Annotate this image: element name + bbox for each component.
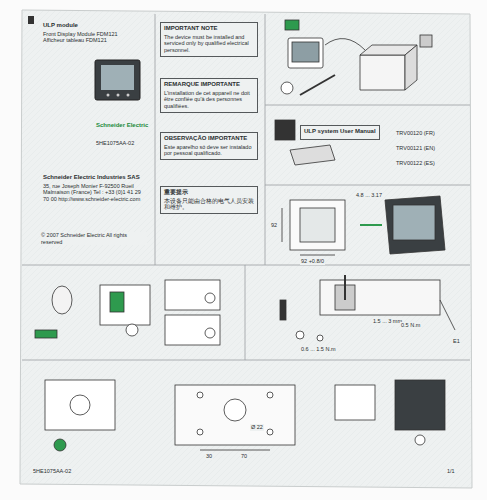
sheet-label: 4.8 ... 3.17	[355, 192, 383, 199]
sheet-label: 1.5 ... 3 mm	[372, 318, 403, 325]
note-box: OBSERVAÇÃO IMPORTANTEEste aparelho só de…	[160, 132, 258, 160]
sheet-label: 0.6 ... 1.5 N.m	[300, 346, 337, 353]
body-text: Este aparelho só deve ser instalado por …	[164, 144, 254, 158]
brand-logo: Schneider Electric	[95, 122, 149, 129]
sheet-label: TRV00121 (EN)	[395, 145, 436, 152]
sheet-label: 92 +0.8/0	[300, 258, 325, 265]
body-text: Afficheur tableau FDM121	[43, 37, 147, 44]
heading-text: ULP system User Manual	[304, 128, 376, 136]
heading-text: OBSERVAÇÃO IMPORTANTE	[164, 135, 254, 143]
body-text: L'installation de cet appareil ne doit ê…	[164, 90, 254, 111]
text-panel: ULP moduleFront Display Module FDM121Aff…	[40, 20, 150, 47]
heading-text: IMPORTANT NOTE	[164, 25, 254, 33]
sheet-label: TRV00122 (ES)	[395, 160, 436, 167]
sheet-label: 1/1	[446, 468, 456, 475]
heading-text: REMARQUE IMPORTANTE	[164, 81, 254, 89]
heading-text: 重要提示	[164, 189, 254, 197]
sheet-label: 0.5 N.m	[400, 322, 421, 329]
heading-text: ULP module	[43, 22, 147, 30]
body-text: 35, rue Joseph Monier F-92500 Rueil Malm…	[43, 183, 147, 204]
sheet-label: 92	[270, 222, 278, 229]
sheet-label: 5HE1075AA-02	[95, 140, 135, 147]
body-text: The device must be installed and service…	[164, 34, 254, 55]
sheet-label: TRV00120 (FR)	[395, 130, 436, 137]
heading-text: Schneider Electric Industries SAS	[43, 174, 147, 182]
sheet-label: © 2007 Schneider Electric All rights res…	[40, 232, 147, 245]
sheet-label: 5HE1075AA-02	[32, 468, 72, 475]
note-box: REMARQUE IMPORTANTEL'installation de cet…	[160, 78, 258, 113]
text-panel: Schneider Electric Industries SAS35, rue…	[40, 172, 150, 206]
note-box: IMPORTANT NOTEThe device must be install…	[160, 22, 258, 57]
note-box: 重要提示本设备只能由合格的电气人员安装和维护。	[160, 186, 258, 214]
body-text: 本设备只能由合格的电气人员安装和维护。	[164, 198, 254, 212]
note-box: ULP system User Manual	[300, 125, 380, 140]
sheet-label: 30	[205, 453, 213, 460]
sheet-label: 70	[240, 453, 248, 460]
sheet-label: Ø 22	[250, 424, 264, 431]
sheet-label: E1	[452, 338, 461, 345]
body-text: Front Display Module FDM121	[43, 31, 147, 38]
